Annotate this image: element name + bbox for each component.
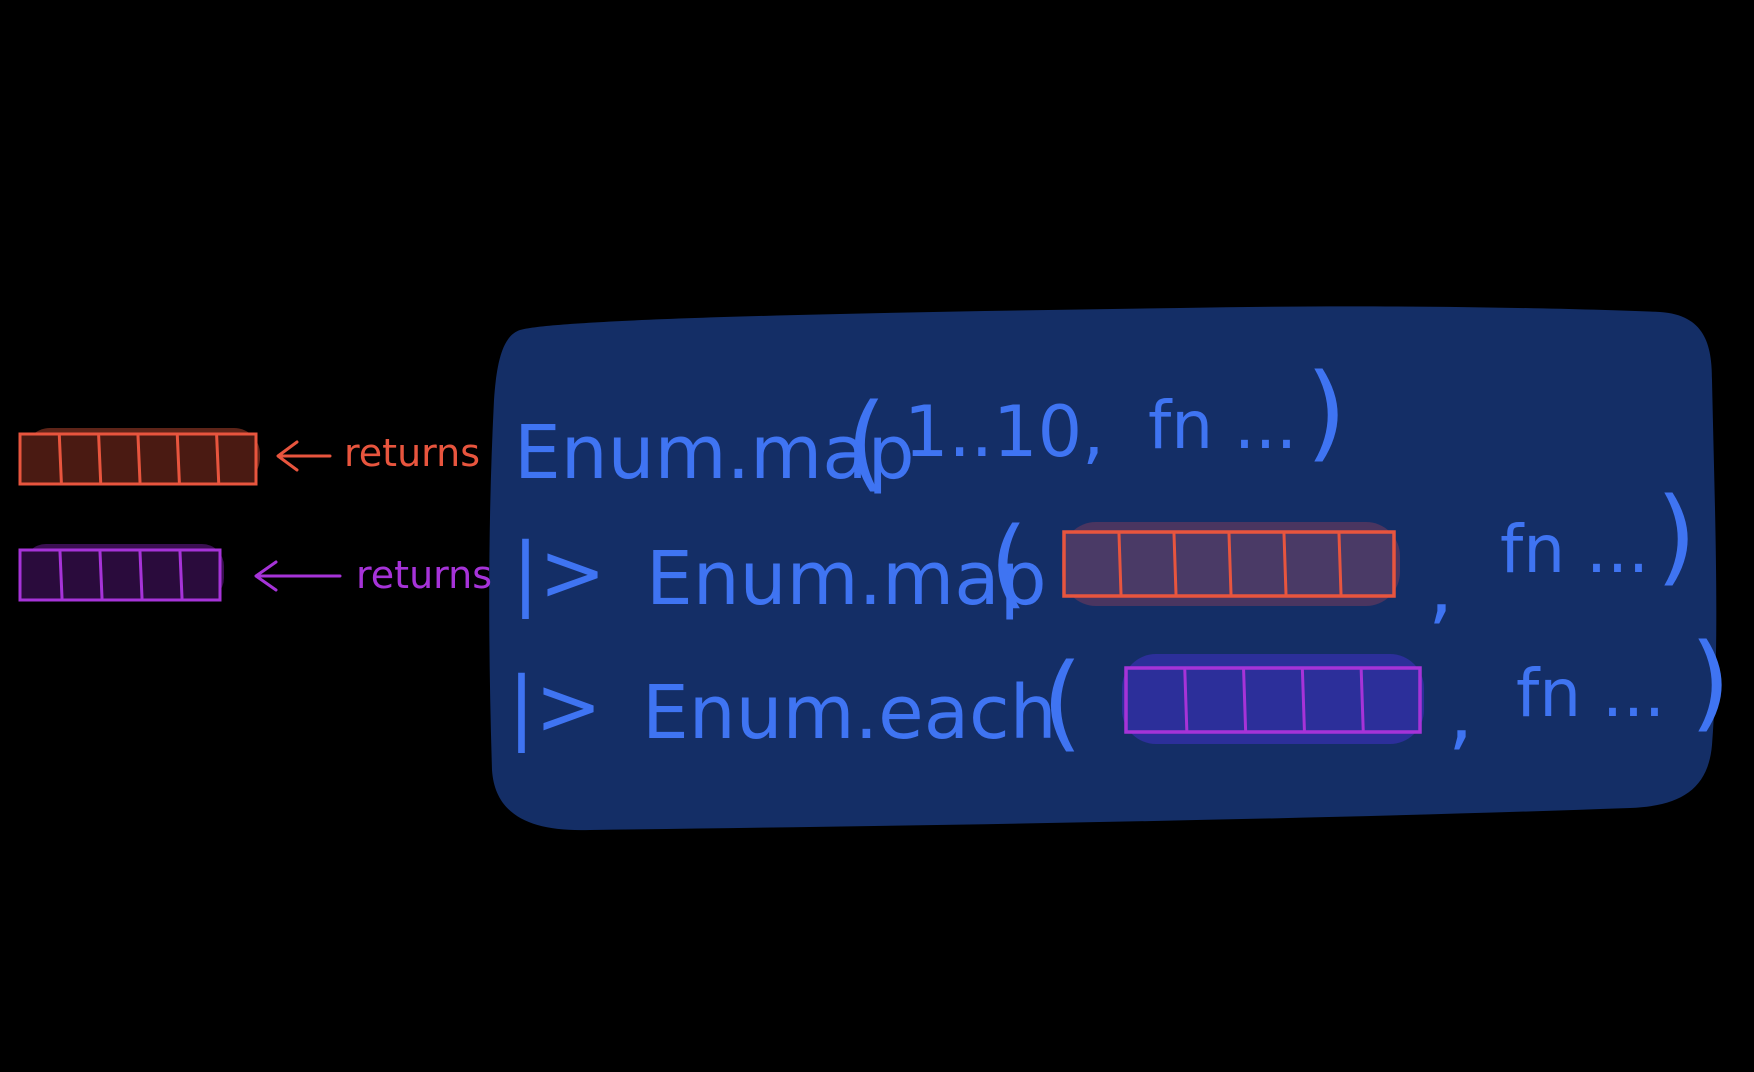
open-paren-1: ( (846, 381, 887, 503)
orange-return-arrow (276, 440, 332, 472)
list-cell-divider (1242, 668, 1248, 732)
list-cell-divider (1282, 532, 1288, 596)
list-cell-divider (1227, 532, 1233, 596)
list-cell-divider (57, 434, 63, 484)
comma-3: , (1448, 666, 1473, 759)
purple-list-body (18, 548, 222, 602)
pipe-operator-3: |> (508, 660, 602, 754)
list-cell-divider (1183, 668, 1189, 732)
list-cell-divider (1300, 668, 1306, 732)
fn-arg-1: fn ... (1148, 387, 1297, 464)
code-line-3: |> Enum.each ( , fn ... ) (508, 621, 1731, 763)
orange-list-argument (1062, 522, 1400, 606)
enum-map-call-1: Enum.map (514, 410, 915, 496)
enum-map-call-2: Enum.map (646, 536, 1047, 622)
list-cell-divider (215, 434, 221, 484)
purple-list-returned (18, 544, 224, 602)
list-cell-divider (175, 434, 181, 484)
purple-list-argument (1122, 654, 1424, 744)
range-args: 1..10, (904, 391, 1104, 473)
arrow-head (276, 440, 299, 472)
orange-list-returned (18, 428, 260, 486)
close-paren-1: ) (1306, 351, 1347, 473)
fn-arg-3: fn ... (1516, 655, 1665, 732)
list-cell-divider (98, 550, 104, 600)
comma-2: , (1428, 540, 1453, 633)
list-cell-divider (178, 550, 184, 600)
pipe-operator-2: |> (512, 526, 606, 620)
purple-list-body (1124, 666, 1422, 734)
open-paren-2: ( (990, 507, 1027, 619)
list-cell-divider (1359, 668, 1365, 732)
list-cell-divider (136, 434, 142, 484)
enum-each-call: Enum.each (642, 670, 1057, 756)
purple-return-arrow (254, 560, 342, 592)
orange-returns-label: returns (344, 431, 480, 475)
arrow-head (254, 560, 278, 592)
list-cell-divider (1172, 532, 1178, 596)
fn-arg-2: fn ... (1500, 511, 1649, 588)
close-paren-3: ) (1690, 621, 1731, 743)
list-cell-divider (97, 434, 103, 484)
purple-returns-label: returns (356, 553, 492, 597)
code-line-1: Enum.map ( 1..10, fn ... ) (514, 351, 1347, 503)
code-line-2: |> Enum.map ( , fn ... ) (512, 475, 1697, 633)
open-paren-3: ( (1042, 641, 1083, 763)
list-cell-divider (1117, 532, 1123, 596)
list-cell-divider (58, 550, 64, 600)
list-cell-divider (138, 550, 144, 600)
list-cell-divider (1337, 532, 1343, 596)
close-paren-2: ) (1656, 475, 1697, 597)
